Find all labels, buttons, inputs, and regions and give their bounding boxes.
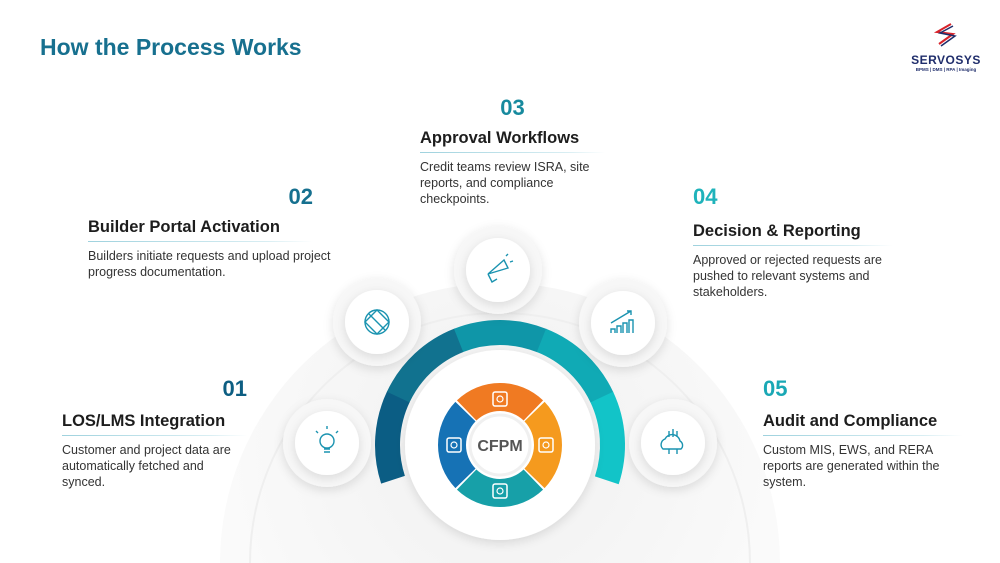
arc-segment — [375, 391, 410, 484]
logo-tagline: BPMS | DMS | RPA | Imaging — [915, 67, 977, 72]
step-05: 05 Audit and Compliance Custom MIS, EWS,… — [763, 376, 963, 490]
step-title: Decision & Reporting — [693, 222, 861, 240]
step-description: Credit teams review ISRA, site reports, … — [420, 160, 590, 206]
center-label: CFPM — [477, 438, 522, 455]
step-title: Audit and Compliance — [763, 412, 938, 430]
logo-name: SERVOSYS — [911, 53, 981, 67]
step-5-icon-button — [629, 399, 717, 487]
step-02: 02 Builder Portal Activation Builders in… — [88, 184, 331, 280]
house-finance-icon — [492, 483, 508, 499]
construction-crane-icon — [492, 391, 508, 407]
step-4-icon-button — [579, 279, 667, 367]
globe-network-icon — [364, 309, 390, 335]
arc-segment — [590, 391, 625, 485]
page-title: How the Process Works — [40, 34, 302, 60]
step-number: 01 — [222, 376, 247, 401]
megaphone-icon — [487, 253, 514, 283]
step-01: 01 LOS/LMS Integration Customer and proj… — [62, 376, 247, 490]
logo-mark-icon — [933, 23, 957, 47]
step-description: Custom MIS, EWS, and RERA reports are ge… — [763, 443, 940, 489]
step-title: Approval Workflows — [420, 129, 580, 147]
arc-segment — [453, 320, 547, 353]
step-title: Builder Portal Activation — [88, 218, 280, 236]
servosys-logo: SERVOSYS BPMS | DMS | RPA | Imaging — [906, 22, 986, 72]
step-03: 03 Approval Workflows Credit teams revie… — [420, 95, 605, 207]
step-2-icon-button — [333, 278, 421, 366]
lightbulb-icon — [315, 426, 339, 453]
step-3-icon-button — [454, 226, 542, 314]
step-1-icon-button — [283, 399, 371, 487]
step-title: LOS/LMS Integration — [62, 412, 226, 430]
cloud-circuit-icon — [660, 429, 684, 454]
step-description: Approved or rejected requests are pushed… — [693, 253, 882, 299]
step-description: Builders initiate requests and upload pr… — [88, 249, 331, 279]
arc-segment — [386, 328, 464, 403]
step-number: 05 — [763, 376, 788, 401]
step-number: 03 — [500, 95, 525, 120]
step-04: 04 Decision & Reporting Approved or reje… — [693, 184, 893, 300]
certificate-icon — [538, 437, 554, 453]
step-number: 02 — [288, 184, 313, 209]
growth-chart-icon — [610, 310, 634, 333]
progress-arc — [375, 320, 625, 485]
step-description: Customer and project data are automatica… — [62, 443, 231, 489]
arc-segment — [536, 328, 614, 403]
step-number: 04 — [693, 184, 718, 209]
cfpm-puzzle-ring — [438, 383, 562, 507]
map-pin-icon — [446, 437, 462, 453]
